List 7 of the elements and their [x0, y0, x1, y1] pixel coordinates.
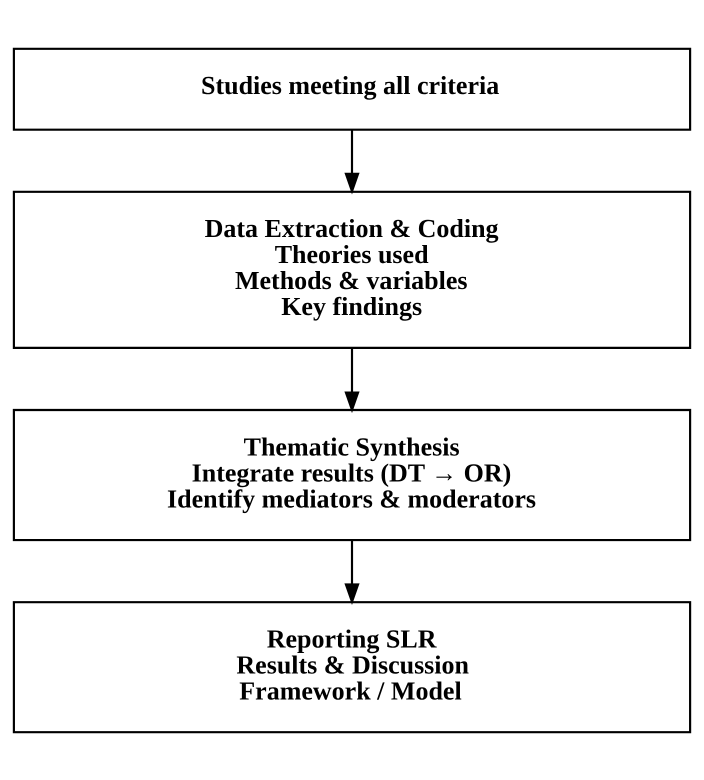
node-box: Data Extraction & Coding Theories used Methods & variables Key findings: [12, 190, 692, 348]
node-box: Reporting SLR Results & Discussion Framework / Model: [12, 600, 692, 733]
arrow: [344, 348, 360, 413]
node-box: Thematic Synthesis Integrate results (DT → OR) Identify mediators & moderators: [12, 408, 692, 541]
arrow: [344, 540, 360, 605]
arrow: [344, 130, 360, 194]
node-box: Studies meeting all criteria: [12, 47, 692, 130]
